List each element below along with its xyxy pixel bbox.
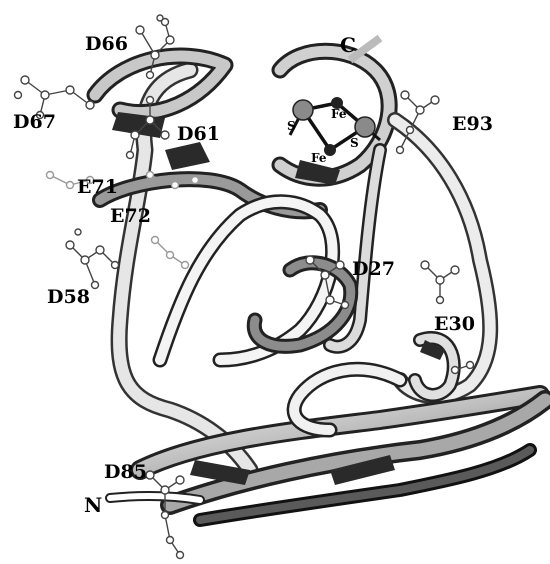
sulfur-label-left: S: [287, 119, 296, 133]
d85-sidechain: [146, 471, 184, 559]
residue-label-d27: D27: [352, 258, 395, 280]
sulfur-atom-left: [293, 100, 313, 120]
residue-label-d67: D67: [13, 111, 56, 133]
residue-label-d66: D66: [85, 33, 128, 55]
sulfur-label-right: S: [350, 136, 359, 150]
n-terminus-label: N: [84, 493, 102, 517]
residue-label-d85: D85: [104, 461, 147, 483]
residue-label-d61: D61: [177, 123, 220, 145]
iron-label-top: Fe: [331, 107, 347, 121]
c-terminus-label: C: [340, 33, 356, 57]
residue-label-d58: D58: [47, 286, 90, 308]
residue-label-e30: E30: [434, 313, 475, 335]
residue-label-e72: E72: [110, 205, 151, 227]
residue-label-e93: E93: [452, 113, 493, 135]
d58-sidechain: [66, 229, 119, 289]
iron-label-bottom: Fe: [311, 151, 327, 165]
sulfur-atom-right: [355, 117, 375, 137]
residue-label-e71: E71: [77, 176, 118, 198]
